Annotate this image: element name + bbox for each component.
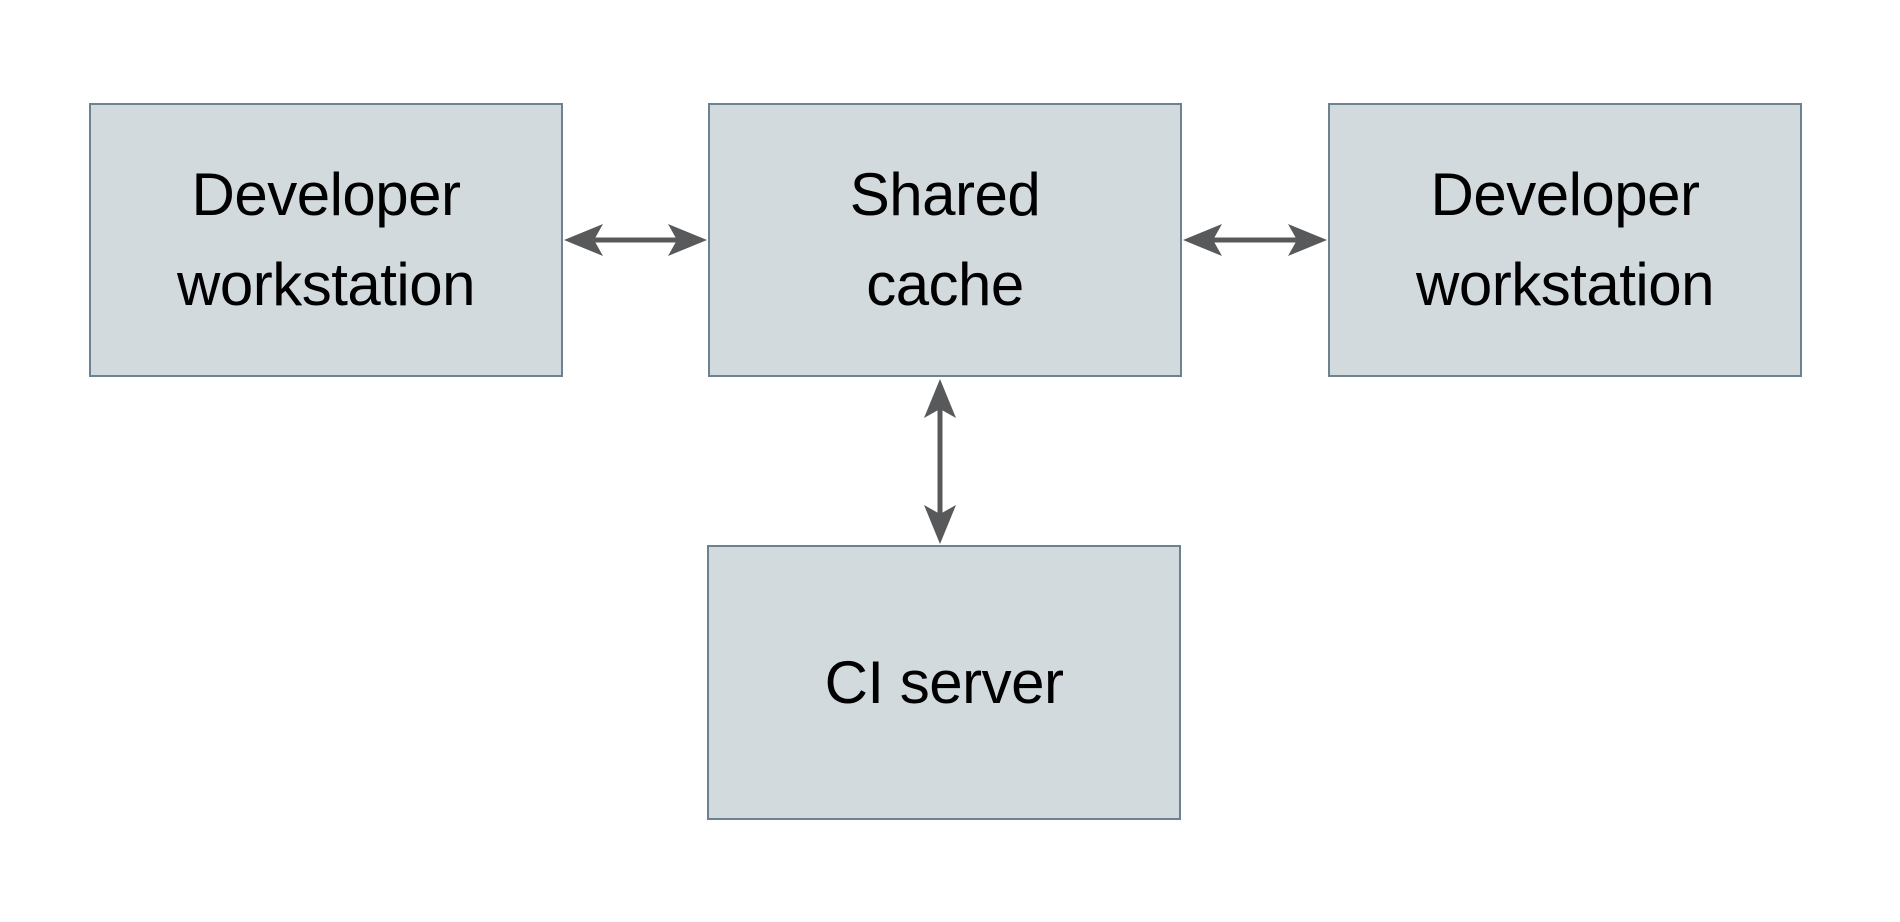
node-label-line2: workstation	[1416, 251, 1714, 318]
arrow-shape	[1183, 224, 1327, 256]
node-label-line1: Developer	[1430, 161, 1700, 228]
node-label-line2: workstation	[177, 251, 475, 318]
node-developer-workstation-left: Developer workstation	[89, 103, 563, 377]
node-label-line1: Developer	[191, 161, 461, 228]
node-label: Developer workstation	[177, 150, 475, 330]
bidirectional-arrow-vertical-icon	[924, 379, 956, 544]
node-label: Shared cache	[849, 150, 1041, 330]
node-ci-server: CI server	[707, 545, 1181, 820]
node-label-line1: Shared	[849, 161, 1041, 228]
node-shared-cache: Shared cache	[708, 103, 1182, 377]
node-label-line1: CI server	[824, 648, 1064, 716]
bidirectional-arrow-left-icon	[564, 224, 707, 256]
node-developer-workstation-right: Developer workstation	[1328, 103, 1802, 377]
bidirectional-arrow-right-icon	[1183, 224, 1327, 256]
node-label-line2: cache	[866, 251, 1024, 318]
node-label: Developer workstation	[1416, 150, 1714, 330]
arrow-shape	[564, 224, 707, 256]
arrow-shape	[924, 379, 956, 544]
node-label: CI server	[825, 638, 1064, 728]
